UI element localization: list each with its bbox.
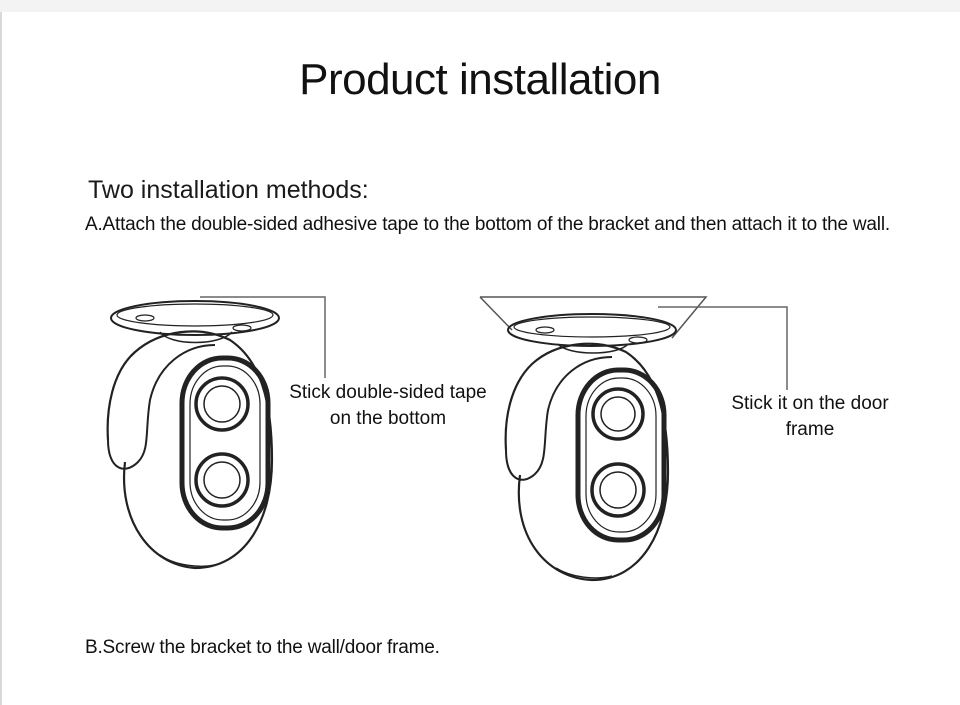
callout-line-left	[200, 296, 326, 378]
top-bar	[0, 0, 960, 12]
callout-right: Stick it on the door frame	[715, 391, 905, 443]
door-frame-outline	[480, 296, 708, 339]
callout-left-line1: Stick double-sided tape	[289, 382, 487, 403]
section-subtitle: Two installation methods:	[88, 176, 369, 204]
camera-illustration-left	[106, 296, 326, 570]
left-border	[0, 12, 2, 705]
page-title: Product installation	[299, 55, 661, 104]
callout-left: Stick double-sided tape on the bottom	[276, 380, 500, 432]
callout-right-line1: Stick it on the door	[731, 393, 889, 414]
method-b-text: B.Screw the bracket to the wall/door fra…	[85, 637, 440, 658]
method-a-text: A.Attach the double-sided adhesive tape …	[85, 214, 890, 235]
camera-illustration-right	[479, 296, 788, 582]
callout-left-line2: on the bottom	[329, 408, 447, 429]
callout-right-line2: frame	[785, 419, 835, 440]
callout-line-right	[658, 306, 788, 390]
